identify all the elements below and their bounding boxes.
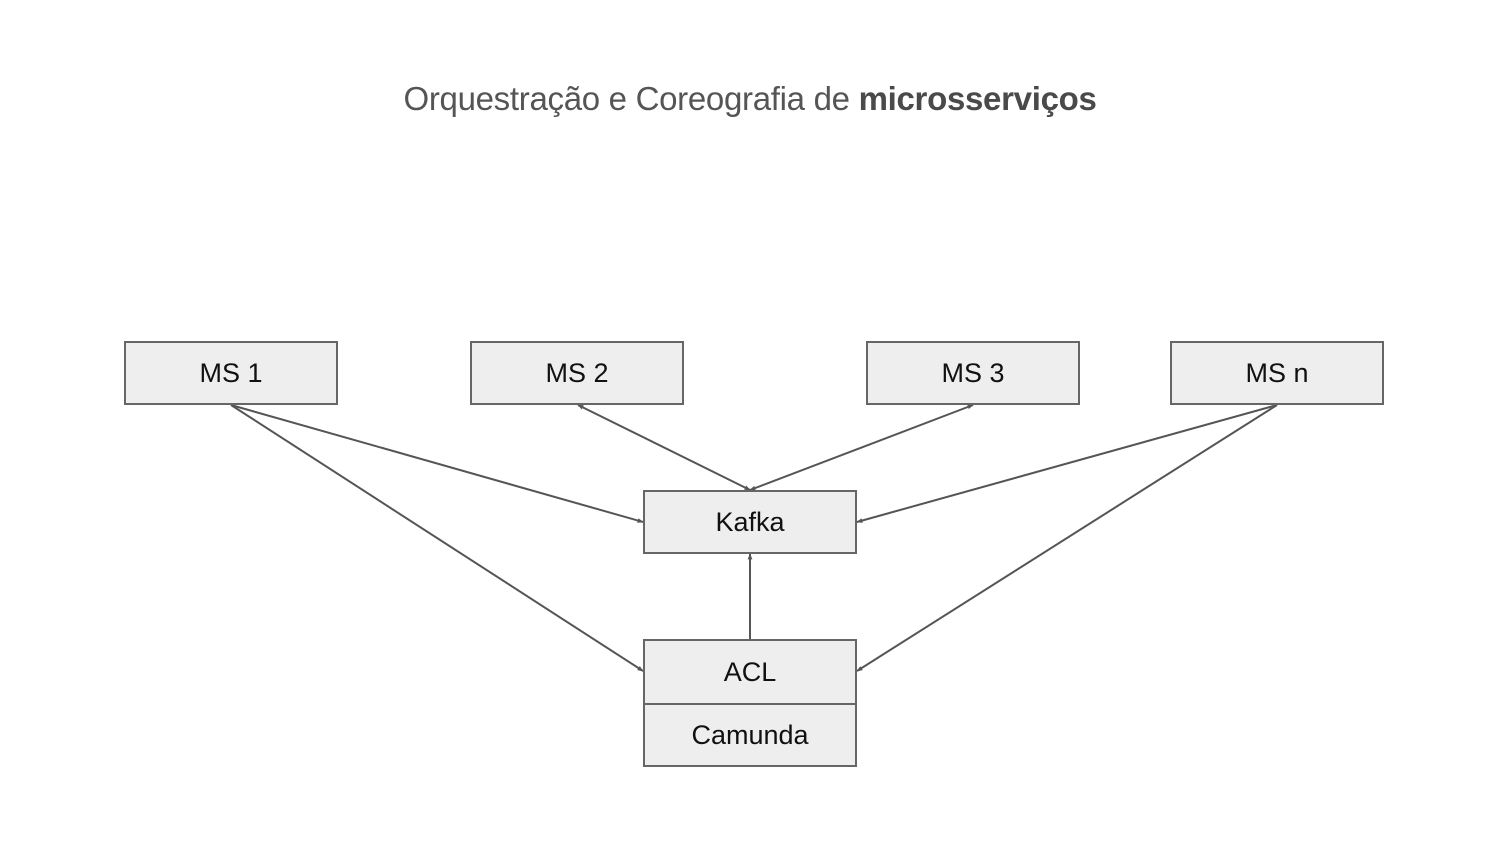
edge-ms1-acl <box>230 404 644 672</box>
node-ms1: MS 1 <box>124 341 338 405</box>
slide-title: Orquestração e Coreografia de microsserv… <box>0 80 1500 118</box>
node-camunda: Camunda <box>645 703 855 765</box>
node-label: MS 3 <box>941 357 1005 388</box>
edge-ms2-kafka <box>577 404 751 491</box>
edge-msn-kafka <box>856 404 1278 523</box>
node-label: MS n <box>1245 357 1309 388</box>
node-label: Kafka <box>715 506 785 537</box>
edge-lines <box>230 404 1278 672</box>
node-acl-camunda: ACL Camunda <box>643 639 857 767</box>
node-label: MS 1 <box>199 357 263 388</box>
node-ms3: MS 3 <box>866 341 1080 405</box>
edge-ms3-kafka <box>749 404 974 491</box>
edge-msn-acl <box>856 404 1278 672</box>
node-label: MS 2 <box>545 357 609 388</box>
title-regular: Orquestração e Coreografia de <box>403 80 859 117</box>
edge-ms1-kafka <box>230 404 644 523</box>
node-label: ACL <box>723 656 777 687</box>
node-label: Camunda <box>691 719 809 750</box>
title-bold: microsserviços <box>858 80 1097 117</box>
node-acl: ACL <box>645 641 855 703</box>
node-ms2: MS 2 <box>470 341 684 405</box>
node-kafka: Kafka <box>643 490 857 554</box>
node-msn: MS n <box>1170 341 1384 405</box>
